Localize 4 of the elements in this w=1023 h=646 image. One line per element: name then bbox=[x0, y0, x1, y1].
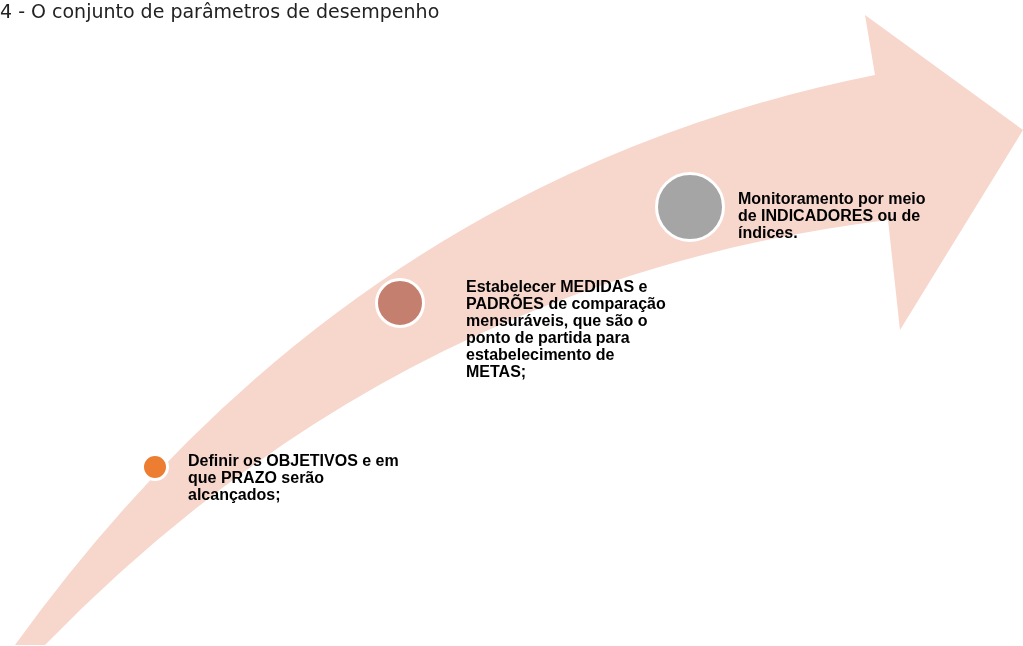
step-text: Estabelecer MEDIDAS e PADRÕES de comparação mensuráveis, que são o ponto de partida para estabelecimento de METAS; bbox=[466, 278, 667, 380]
title: 4 - O conjunto de parâmetros de desempenho bbox=[0, 0, 440, 22]
step-text: Monitoramento por meio de INDICADORES ou de índices. bbox=[738, 190, 927, 241]
step-text: Definir os OBJETIVOS e em que PRAZO serão alcançados; bbox=[188, 452, 400, 503]
